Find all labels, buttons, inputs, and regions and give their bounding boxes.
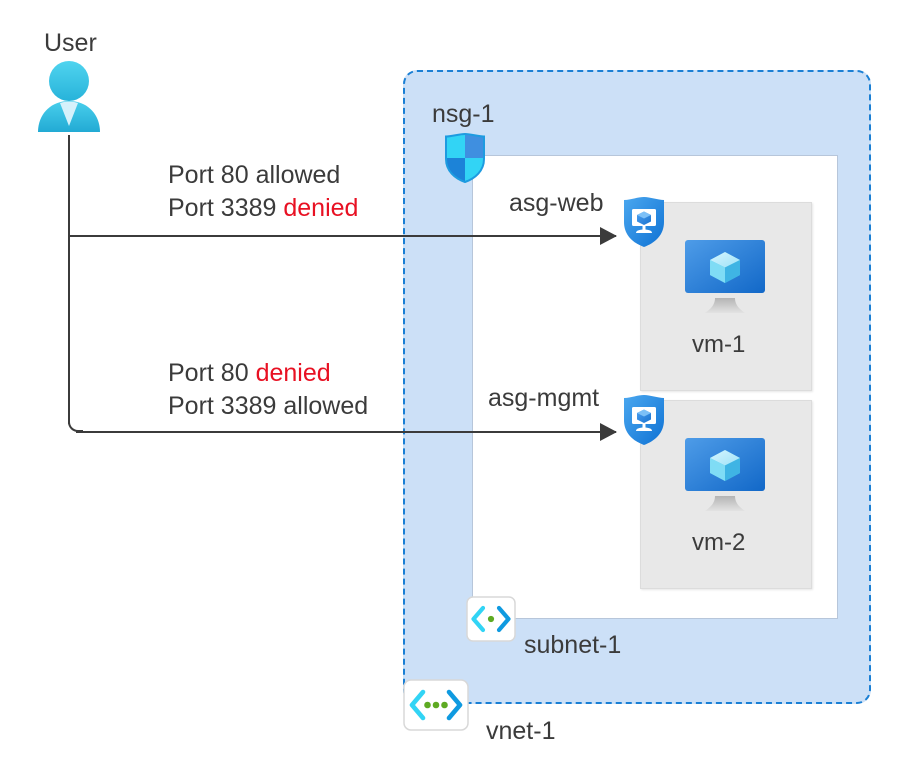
arrow-head-icon (600, 423, 617, 441)
nsg-label: nsg-1 (432, 100, 495, 128)
subnet-icon (466, 596, 516, 642)
subnet-label: subnet-1 (524, 631, 622, 659)
vm-card[interactable] (640, 400, 812, 589)
rule-line: Port 80 denied (168, 357, 368, 390)
vm-card[interactable] (640, 202, 812, 391)
user-label: User (44, 29, 97, 57)
connector-line-mgmt (76, 431, 616, 433)
asg-mgmt-label: asg-mgmt (488, 384, 600, 412)
rule-status: allowed (283, 392, 369, 420)
vm-1-label: vm-1 (692, 331, 746, 358)
rule-line: Port 80 allowed (168, 159, 358, 192)
rule-line: Port 3389 allowed (168, 390, 368, 423)
rule-prefix: Port 3389 (168, 194, 284, 222)
rule-prefix: Port 3389 (168, 392, 284, 420)
rule-prefix: Port 80 (168, 161, 256, 189)
rule-status: allowed (255, 161, 341, 189)
connector-corner (68, 417, 83, 432)
application-security-group-icon (620, 196, 668, 248)
connector-line-web (68, 235, 616, 237)
rule-status: denied (283, 194, 359, 222)
asg-web-label: asg-web (509, 189, 604, 217)
arrow-head-icon (600, 227, 617, 245)
virtual-machine-icon (683, 436, 767, 514)
virtual-network-icon (403, 679, 469, 731)
user-person-icon (36, 60, 102, 136)
rule-label-web: Port 80 allowed Port 3389 denied (168, 159, 358, 225)
rule-line: Port 3389 denied (168, 192, 358, 225)
rule-prefix: Port 80 (168, 359, 256, 387)
vnet-label: vnet-1 (486, 717, 556, 745)
application-security-group-icon (620, 394, 668, 446)
virtual-machine-icon (683, 238, 767, 316)
vm-2-label: vm-2 (692, 529, 746, 556)
connector-trunk-line (68, 135, 70, 425)
rule-status: denied (255, 359, 331, 387)
rule-label-mgmt: Port 80 denied Port 3389 allowed (168, 357, 368, 423)
shield-icon (443, 132, 487, 184)
